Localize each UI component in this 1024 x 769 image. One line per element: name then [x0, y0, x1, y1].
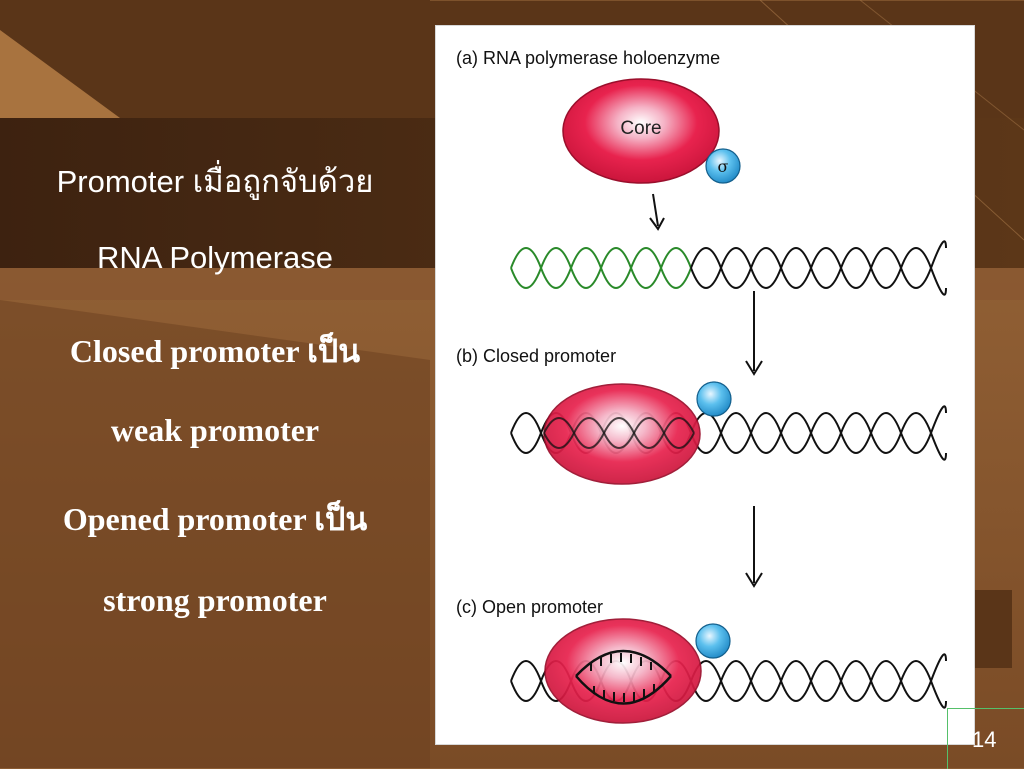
arrow-a-line: [652, 193, 659, 227]
slide-line-2: RNA Polymerase: [96, 240, 334, 275]
figure-illustration: (a) RNA polymerase holoenzyme (b) Closed…: [456, 48, 947, 724]
rna-polymerase-c: [544, 618, 702, 724]
slide-line-1: Promoter เมื่อถูกจับด้วย: [56, 164, 374, 199]
sigma-factor-a: [705, 148, 741, 184]
slide-line-4: weak promoter: [110, 412, 320, 448]
core-label: Core: [620, 118, 661, 139]
sigma-factor-c: [695, 623, 731, 659]
transcription-figure: (a) RNA polymerase holoenzyme (b) Closed…: [435, 25, 975, 745]
slide-number-box: 14: [947, 708, 1024, 769]
rna-polymerase-core-a: [562, 78, 720, 184]
slide-number: 14: [972, 727, 997, 752]
arrow-bc-head: [745, 572, 763, 588]
label-b: (b) Closed promoter: [456, 346, 616, 366]
slide-line-3: Closed promoter เป็น: [69, 333, 361, 369]
slide-line-6: strong promoter: [103, 582, 327, 618]
sigma-factor-b: [696, 381, 732, 417]
arrow-ab-head: [745, 360, 763, 376]
rna-polymerase-b: [543, 383, 701, 485]
slide-line-5: Opened promoter เป็น: [62, 501, 368, 537]
label-c: (c) Open promoter: [456, 597, 603, 617]
dna-helix-a: [510, 240, 947, 296]
label-a: (a) RNA polymerase holoenzyme: [456, 48, 720, 68]
arrow-a-head: [649, 217, 665, 231]
open-bubble: [575, 649, 672, 705]
sigma-label: σ: [718, 157, 729, 176]
